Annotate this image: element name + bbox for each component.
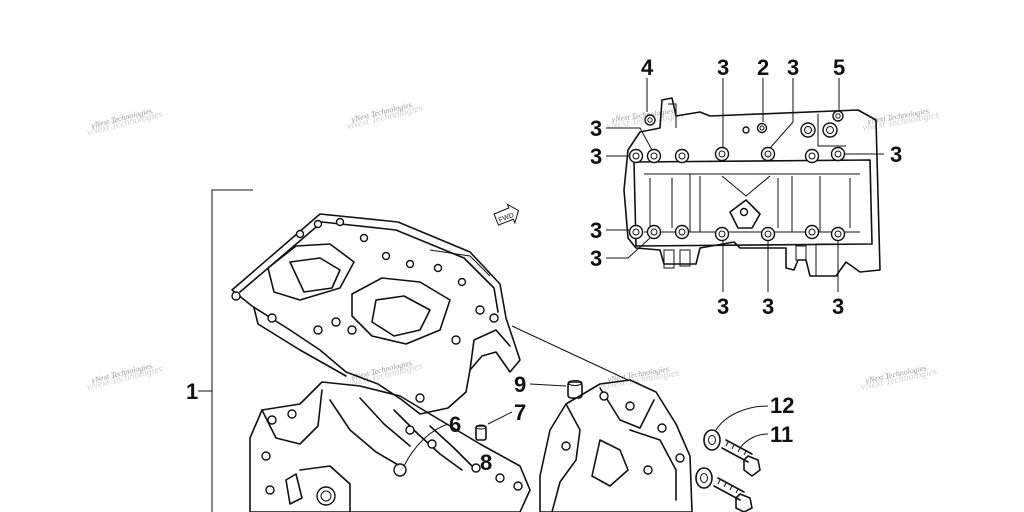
svg-text:FWD: FWD xyxy=(498,212,515,224)
callout-1: 1 xyxy=(186,379,198,404)
watermark-mid-right-b: vNext Technologies vNext Technologies xyxy=(860,363,938,393)
callout-3-left-d: 3 xyxy=(590,246,602,271)
callout-9: 9 xyxy=(514,372,526,397)
callout-labels: 4 3 2 3 5 3 3 3 3 3 3 3 3 1 9 7 6 8 12 1… xyxy=(186,55,902,475)
watermark-mid-right-a: vNext Technologies vNext Technologies xyxy=(602,364,681,392)
watermark-top-center: vNext Technologies vNext Technologies xyxy=(346,100,424,132)
assembly-bracket xyxy=(198,189,253,512)
watermark-top-left: vNext Technologies vNext Technologies xyxy=(86,106,164,138)
callout-2: 2 xyxy=(757,55,769,80)
leader-6 xyxy=(403,423,449,467)
pin-7 xyxy=(475,411,513,441)
callout-6: 6 xyxy=(449,412,461,437)
callout-3-left-b: 3 xyxy=(590,144,602,169)
callout-5: 5 xyxy=(833,55,845,80)
upper-crankcase xyxy=(231,213,521,415)
callout-3-bottom-b: 3 xyxy=(762,294,774,319)
callout-4: 4 xyxy=(641,55,654,80)
lower-crankcase xyxy=(249,381,531,512)
callout-12: 12 xyxy=(770,393,794,418)
bolt-11 xyxy=(721,433,769,477)
inset-crankcase-top-view xyxy=(623,97,881,277)
callout-3-top-a: 3 xyxy=(717,55,729,80)
watermark-top-right-b: vNext Technologies vNext Technologies xyxy=(862,106,941,134)
inset-leader-lines xyxy=(606,78,884,292)
callout-3-left-c: 3 xyxy=(590,218,602,243)
callout-11: 11 xyxy=(770,422,793,447)
callout-3-top-b: 3 xyxy=(787,55,799,80)
inset-bolt-row-bottom xyxy=(628,224,846,242)
cover-leader-line xyxy=(511,325,629,381)
washer-12 xyxy=(703,405,769,451)
end-cover xyxy=(539,379,693,512)
callout-3-bottom-c: 3 xyxy=(832,294,844,319)
callout-3-right: 3 xyxy=(890,142,902,167)
callout-7: 7 xyxy=(514,400,526,425)
watermark-mid-left: vNext Technologies vNext Technologies xyxy=(86,361,164,393)
bolt-lower xyxy=(713,477,753,512)
callout-3-left-a: 3 xyxy=(590,116,602,141)
fwd-arrow-icon: FWD xyxy=(493,203,520,226)
dowel-pin-9 xyxy=(529,380,583,399)
washer-lower xyxy=(695,467,713,489)
inset-bolt-row-top xyxy=(628,146,846,164)
callout-3-bottom-a: 3 xyxy=(717,294,729,319)
callout-8: 8 xyxy=(480,450,492,475)
